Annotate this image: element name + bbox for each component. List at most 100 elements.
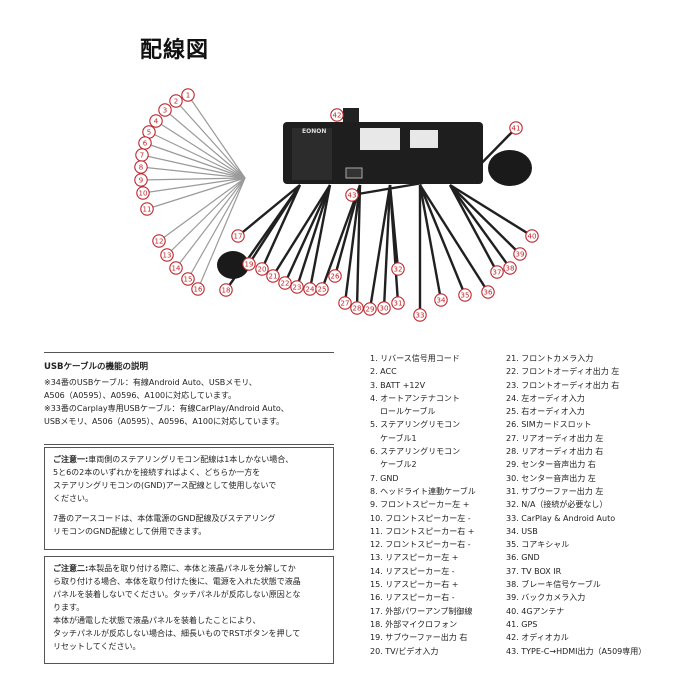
wire-list-item: 5. ステアリングリモコン <box>370 420 461 430</box>
callout-circle <box>338 296 352 310</box>
callout-circle <box>503 261 517 275</box>
cable <box>158 177 246 242</box>
callout-number: 9 <box>139 177 143 185</box>
callout-circle <box>290 280 304 294</box>
wire-list-item: 33. CarPlay & Android Auto <box>506 513 616 523</box>
divider <box>44 444 334 445</box>
hdmi-connector <box>345 167 363 179</box>
cable <box>144 142 246 179</box>
callout-circle <box>134 173 148 187</box>
wire-list-item: 11. フロントスピーカー右 + <box>370 526 475 536</box>
callout-number: 22 <box>281 280 290 288</box>
wire-list-item: ロールケーブル <box>380 407 436 417</box>
wire-list-item: 43. TYPE-C→HDMI出力（A509専用） <box>506 646 647 656</box>
callout-circle <box>181 272 195 286</box>
callout-number: 35 <box>461 292 470 300</box>
cable <box>343 184 362 304</box>
wire-list-item: 34. USB <box>506 526 538 536</box>
wire-list-item: 18. 外部マイクロフォン <box>370 619 458 629</box>
wire-list-item: 37. TV BOX IR <box>506 566 562 576</box>
caution-one-line: リモコンのGND配線として併用できます。 <box>53 527 207 536</box>
connector-block <box>410 130 438 148</box>
cable <box>141 154 246 179</box>
callout-circle <box>363 302 377 316</box>
callout-circle <box>513 247 527 261</box>
callout-number: 10 <box>139 190 148 198</box>
callout-number: 27 <box>341 300 350 308</box>
callout-circle <box>490 265 504 279</box>
cable <box>140 177 246 181</box>
callout-circle <box>160 248 174 262</box>
wire-list-item: 39. バックカメラ入力 <box>506 593 586 603</box>
caution-two-line: 本製品を取り付ける際に、本体と液晶パネルを分解してか <box>88 564 296 573</box>
callout-number: 31 <box>394 300 403 308</box>
connector-block <box>360 128 400 150</box>
callout-circle <box>481 285 495 299</box>
wire-list-item: 32. N/A（接続が必要なし） <box>506 500 608 510</box>
cable <box>382 184 392 309</box>
wire-list-item: 27. リアオーディオ出力 左 <box>506 433 604 443</box>
cable <box>388 184 400 270</box>
callout-circle <box>509 121 523 135</box>
cable <box>418 184 467 296</box>
caution-two-line: タッチパネルが反応しない場合は、細長いものでRSTボタンを押して <box>53 629 301 638</box>
cable <box>155 120 246 179</box>
wire-list-item: 30. センター音声出力 左 <box>506 473 596 483</box>
callout-number: 23 <box>293 284 302 292</box>
caution-one-line: 車両側のステアリングリモコン配線は1本しかない場合、 <box>88 455 294 464</box>
callout-number: 21 <box>269 273 278 281</box>
callout-circle <box>330 108 344 122</box>
callout-number: 41 <box>512 125 521 133</box>
caution-one-line: ステアリングリモコンの(GND)アース配線として使用しないで <box>53 481 277 490</box>
wire-list-item: 40. 4Gアンテナ <box>506 606 565 616</box>
callout-number: 16 <box>194 286 203 294</box>
wire-list-item: 19. サブウーファー出力 右 <box>370 633 468 643</box>
usb-explanation-line: ※33番のCarplay専用USBケーブル：有線CarPlay/Android … <box>44 404 289 413</box>
callout-number: 36 <box>484 289 493 297</box>
wire-list-item: 29. センター音声出力 右 <box>506 460 596 470</box>
wire-list-item: 22. フロントオーディオ出力 左 <box>506 367 620 377</box>
cable <box>449 184 511 269</box>
callout-circle <box>169 94 183 108</box>
callout-circle <box>134 160 148 174</box>
wire-list-item: 35. コアキシャル <box>506 540 570 550</box>
callout-number: 40 <box>528 233 537 241</box>
wire-list-item: 28. リアオーディオ出力 右 <box>506 447 604 457</box>
callout-number: 6 <box>143 140 148 148</box>
optical-connector <box>343 108 359 122</box>
usb-explanation-line: A506（A0595）、A0596、A100に対応しています。 <box>44 391 237 400</box>
wire-list-item: 21. フロントカメラ入力 <box>506 354 594 363</box>
cable <box>271 184 332 277</box>
callout-number: 15 <box>184 276 193 284</box>
callout-circle <box>255 262 269 276</box>
callout-number: 30 <box>380 305 389 313</box>
callout-circle <box>278 276 292 290</box>
callout-circle <box>315 282 329 296</box>
caution-one-label: ご注意一: <box>53 455 89 464</box>
cable <box>295 184 332 288</box>
callout-circle <box>391 296 405 310</box>
callout-circle <box>158 103 172 117</box>
cable <box>187 177 246 280</box>
caution-one-line: 5と6の2本のいずれかを接続すればよく、どちらか一方を <box>53 468 261 477</box>
callout-circle <box>350 301 364 315</box>
callout-circle <box>169 261 183 275</box>
callout-number: 1 <box>186 92 190 100</box>
callout-circle <box>181 88 195 102</box>
callout-number: 26 <box>331 273 340 281</box>
wire-list-item: 17. 外部パワーアンプ制御線 <box>370 606 473 616</box>
callout-number: 42 <box>333 112 342 120</box>
cable <box>166 177 246 256</box>
callout-circle <box>242 257 256 271</box>
wire-list-item: ケーブル2 <box>380 460 417 470</box>
cable <box>448 184 499 273</box>
wire-list-item: 31. サブウーファー出力 左 <box>506 486 604 496</box>
wire-list-item: 8. ヘッドライト連動ケーブル <box>370 486 476 496</box>
cable <box>140 166 246 179</box>
divider <box>44 352 334 353</box>
callout-circle <box>152 234 166 248</box>
wire-list-item: 2. ACC <box>370 367 397 377</box>
callout-number: 18 <box>222 287 231 295</box>
